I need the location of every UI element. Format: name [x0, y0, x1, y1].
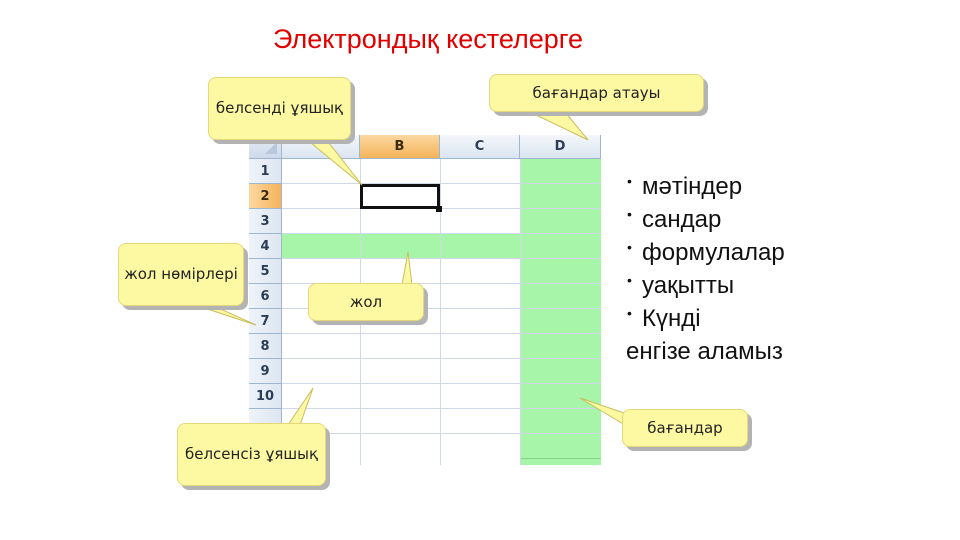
bullet-item: •уақытты: [627, 272, 735, 299]
row-header-8[interactable]: 8: [249, 334, 282, 359]
bullet-dot-icon: •: [627, 305, 632, 321]
bullet-continuation: енгізе аламыз: [626, 338, 783, 365]
bullet-list: •мәтіндер •сандар •формулалар •уақытты •…: [626, 170, 785, 368]
row-header-2[interactable]: 2: [249, 184, 282, 209]
gridline: [440, 159, 441, 465]
active-cell-b2[interactable]: [360, 184, 440, 209]
callout-inactive-cell: белсенсіз ұяшық: [177, 423, 326, 486]
gridline: [282, 258, 601, 259]
callout-active-cell: белсенді ұяшық: [208, 77, 351, 140]
callout-column-names: бағандар атауы: [489, 74, 704, 112]
row-header-7[interactable]: 7: [249, 309, 282, 334]
row-header-9[interactable]: 9: [249, 359, 282, 384]
bullet-item: •Күнді: [627, 305, 701, 332]
gridline: [282, 408, 601, 409]
bullet-dot-icon: •: [627, 173, 632, 189]
column-header-b[interactable]: B: [360, 135, 440, 159]
bullet-item: •сандар: [627, 206, 722, 233]
gridline: [282, 358, 601, 359]
fill-handle[interactable]: [436, 206, 442, 212]
column-header-d[interactable]: D: [520, 135, 601, 159]
gridline: [282, 183, 601, 184]
bullet-dot-icon: •: [627, 239, 632, 255]
spreadsheet: B C D 1 2 3 4 5 6 7 8 9 10: [249, 135, 601, 465]
column-header-c[interactable]: C: [440, 135, 520, 159]
row-header-4[interactable]: 4: [249, 234, 282, 259]
callout-columns: бағандар: [622, 409, 748, 447]
highlighted-row-4: [282, 234, 601, 259]
gridline: [282, 283, 601, 284]
gridline: [282, 333, 601, 334]
slide-title: Электрондық кестелерге: [273, 24, 584, 54]
row-header-10[interactable]: 10: [249, 384, 282, 409]
row-header-3[interactable]: 3: [249, 209, 282, 234]
row-header-5[interactable]: 5: [249, 259, 282, 284]
gridline: [282, 308, 601, 309]
gridline: [282, 383, 601, 384]
row-header-1[interactable]: 1: [249, 159, 282, 184]
bullet-dot-icon: •: [627, 206, 632, 222]
gridline: [282, 433, 601, 434]
gridline: [520, 159, 521, 465]
highlighted-column-d: [520, 159, 601, 465]
bullet-item: •мәтіндер: [627, 173, 743, 200]
bullet-item: •формулалар: [627, 239, 785, 266]
callout-row-numbers: жол нөмірлері: [118, 243, 244, 306]
row-header-6[interactable]: 6: [249, 284, 282, 309]
callout-row: жол: [308, 283, 424, 321]
gridline: [282, 233, 601, 234]
bullet-dot-icon: •: [627, 272, 632, 288]
